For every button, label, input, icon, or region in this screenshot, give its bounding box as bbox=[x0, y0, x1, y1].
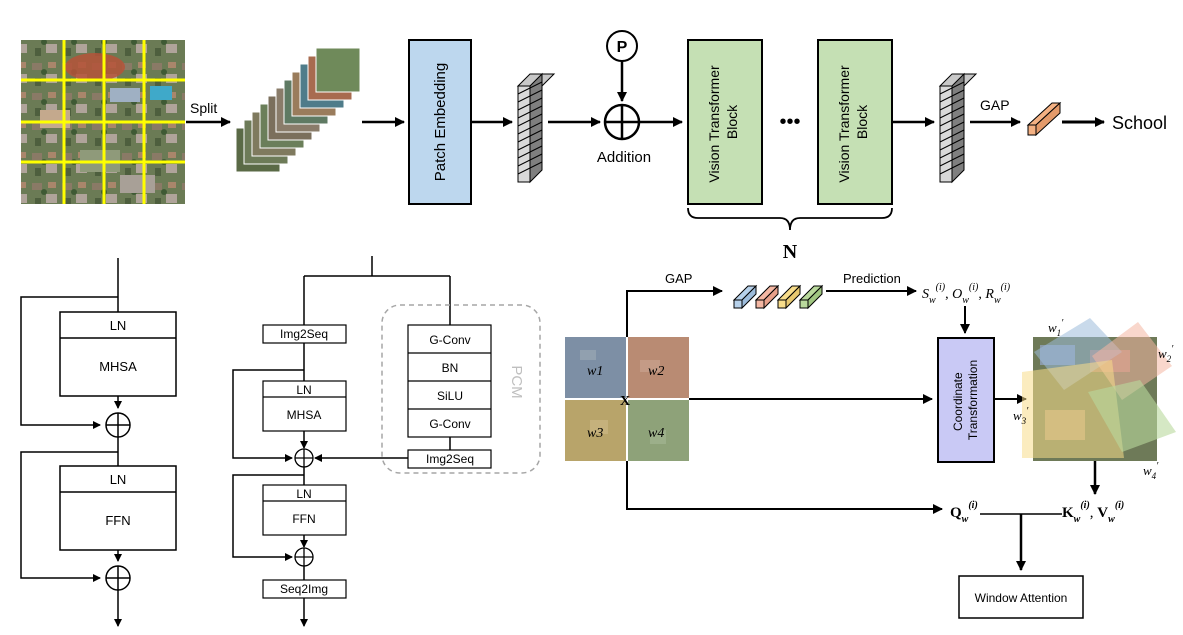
w4-label: w4 bbox=[648, 426, 664, 441]
x-to-q-arrow bbox=[626, 461, 943, 514]
mid-ln-1: LN bbox=[296, 383, 311, 397]
patch-embedding-label: Patch Embedding bbox=[432, 63, 449, 181]
vit-block-2-label: Vision Transformer Block bbox=[836, 61, 870, 182]
pooled-tokens bbox=[732, 284, 824, 310]
position-label: P bbox=[617, 39, 628, 56]
ln-mhsa-box-left bbox=[59, 311, 177, 397]
vit-block-1 bbox=[687, 39, 763, 205]
pcm-gconv-2: G-Conv bbox=[429, 417, 470, 431]
pcm-label: PCM bbox=[508, 365, 525, 398]
repeat-brace bbox=[687, 207, 893, 231]
left-mhsa: MHSA bbox=[99, 359, 137, 374]
ellipsis: ••• bbox=[779, 111, 800, 133]
left-ln-2: LN bbox=[110, 472, 127, 487]
mid-ffn: FFN bbox=[292, 512, 315, 526]
pcm-img2seq-box bbox=[407, 449, 492, 469]
left-ln-1: LN bbox=[110, 318, 127, 333]
w2-label: w2 bbox=[648, 364, 664, 379]
pcm-dashed-boundary bbox=[381, 304, 541, 474]
gap-label-top: GAP bbox=[980, 97, 1010, 113]
w4-prime-label: w4′ bbox=[1143, 461, 1159, 481]
pcm-bn: BN bbox=[442, 361, 459, 375]
w1-label: w1 bbox=[587, 364, 603, 379]
split-grid-lines bbox=[21, 40, 185, 204]
q-label: Qw(i) bbox=[950, 500, 978, 525]
window-attention-block bbox=[958, 575, 1084, 619]
pcm-silu: SiLU bbox=[437, 389, 463, 403]
output-class-label: School bbox=[1112, 113, 1167, 133]
prediction-label: Prediction bbox=[843, 271, 901, 286]
patch-embedding-block bbox=[408, 39, 472, 205]
gap-output-vector bbox=[1026, 101, 1062, 137]
ln-ffn-box-mid bbox=[262, 484, 347, 536]
mid-ln-2: LN bbox=[296, 487, 311, 501]
split-label: Split bbox=[190, 100, 217, 116]
addition-label: Addition bbox=[597, 149, 651, 166]
vit-block-1-label: Vision Transformer Block bbox=[706, 61, 740, 182]
w3-label: w3 bbox=[587, 426, 603, 441]
transformed-windows-image bbox=[1022, 318, 1176, 461]
coordinate-transformation-block bbox=[937, 337, 995, 463]
standard-transformer-block bbox=[20, 258, 177, 627]
kv-label: Kw(i), Vw(i) bbox=[1062, 500, 1124, 525]
params-label: Sw(i), Ow(i), Rw(i) bbox=[922, 282, 1011, 306]
coord-transform-label: Coordinate Transformation bbox=[951, 360, 980, 440]
gap-branch-arrow bbox=[626, 286, 723, 337]
x-label: X bbox=[620, 394, 630, 409]
seq2img-label: Seq2Img bbox=[280, 582, 328, 596]
repeat-n-label: N bbox=[783, 241, 798, 263]
pcm-gconv-1: G-Conv bbox=[429, 333, 470, 347]
patch-stack bbox=[235, 47, 361, 173]
img2seq-top-label: Img2Seq bbox=[280, 327, 328, 341]
addition-node bbox=[603, 103, 641, 141]
input-aerial-image bbox=[21, 40, 185, 204]
vit-block-2 bbox=[817, 39, 893, 205]
pcm-transformer-block bbox=[232, 256, 541, 627]
token-sequence-2 bbox=[938, 72, 978, 184]
left-ffn: FFN bbox=[105, 513, 130, 528]
window-attention-label: Window Attention bbox=[975, 591, 1068, 605]
w1-prime-label: w1′ bbox=[1048, 318, 1064, 338]
window-partition-image bbox=[565, 337, 689, 461]
ln-ffn-box-left bbox=[59, 465, 177, 551]
pcm-img2seq-label: Img2Seq bbox=[426, 452, 474, 466]
token-sequence-1 bbox=[516, 72, 556, 184]
gap-label-right: GAP bbox=[665, 271, 692, 286]
mid-mhsa: MHSA bbox=[287, 408, 322, 422]
